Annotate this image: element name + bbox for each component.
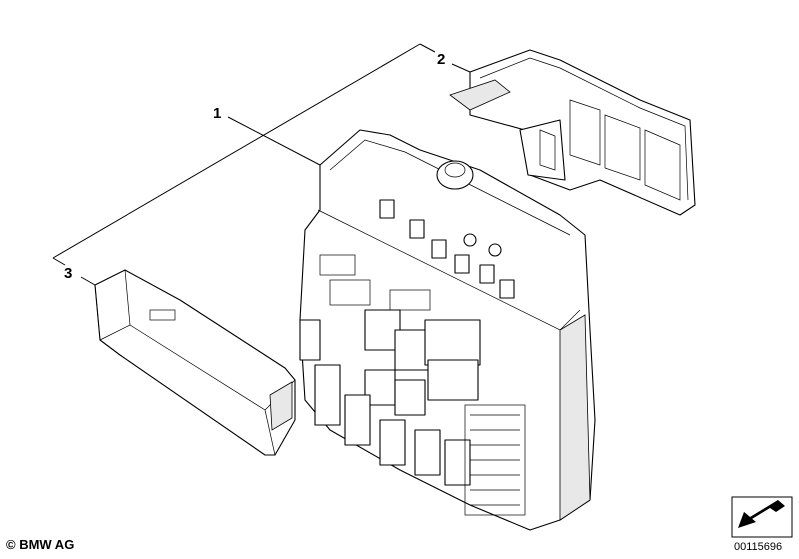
leader-lines	[52, 43, 471, 286]
callout-2: 2	[437, 51, 445, 68]
direction-arrow-icon	[731, 496, 793, 538]
document-number: 00115696	[734, 541, 783, 553]
callout-1: 1	[213, 105, 221, 122]
callout-3: 3	[64, 265, 72, 282]
control-module-part-3	[94, 269, 296, 456]
copyright-label: © BMW AG	[6, 537, 75, 552]
cover-part-2	[449, 49, 696, 216]
vent-grille	[464, 404, 526, 516]
junction-box-part-1	[299, 129, 596, 531]
